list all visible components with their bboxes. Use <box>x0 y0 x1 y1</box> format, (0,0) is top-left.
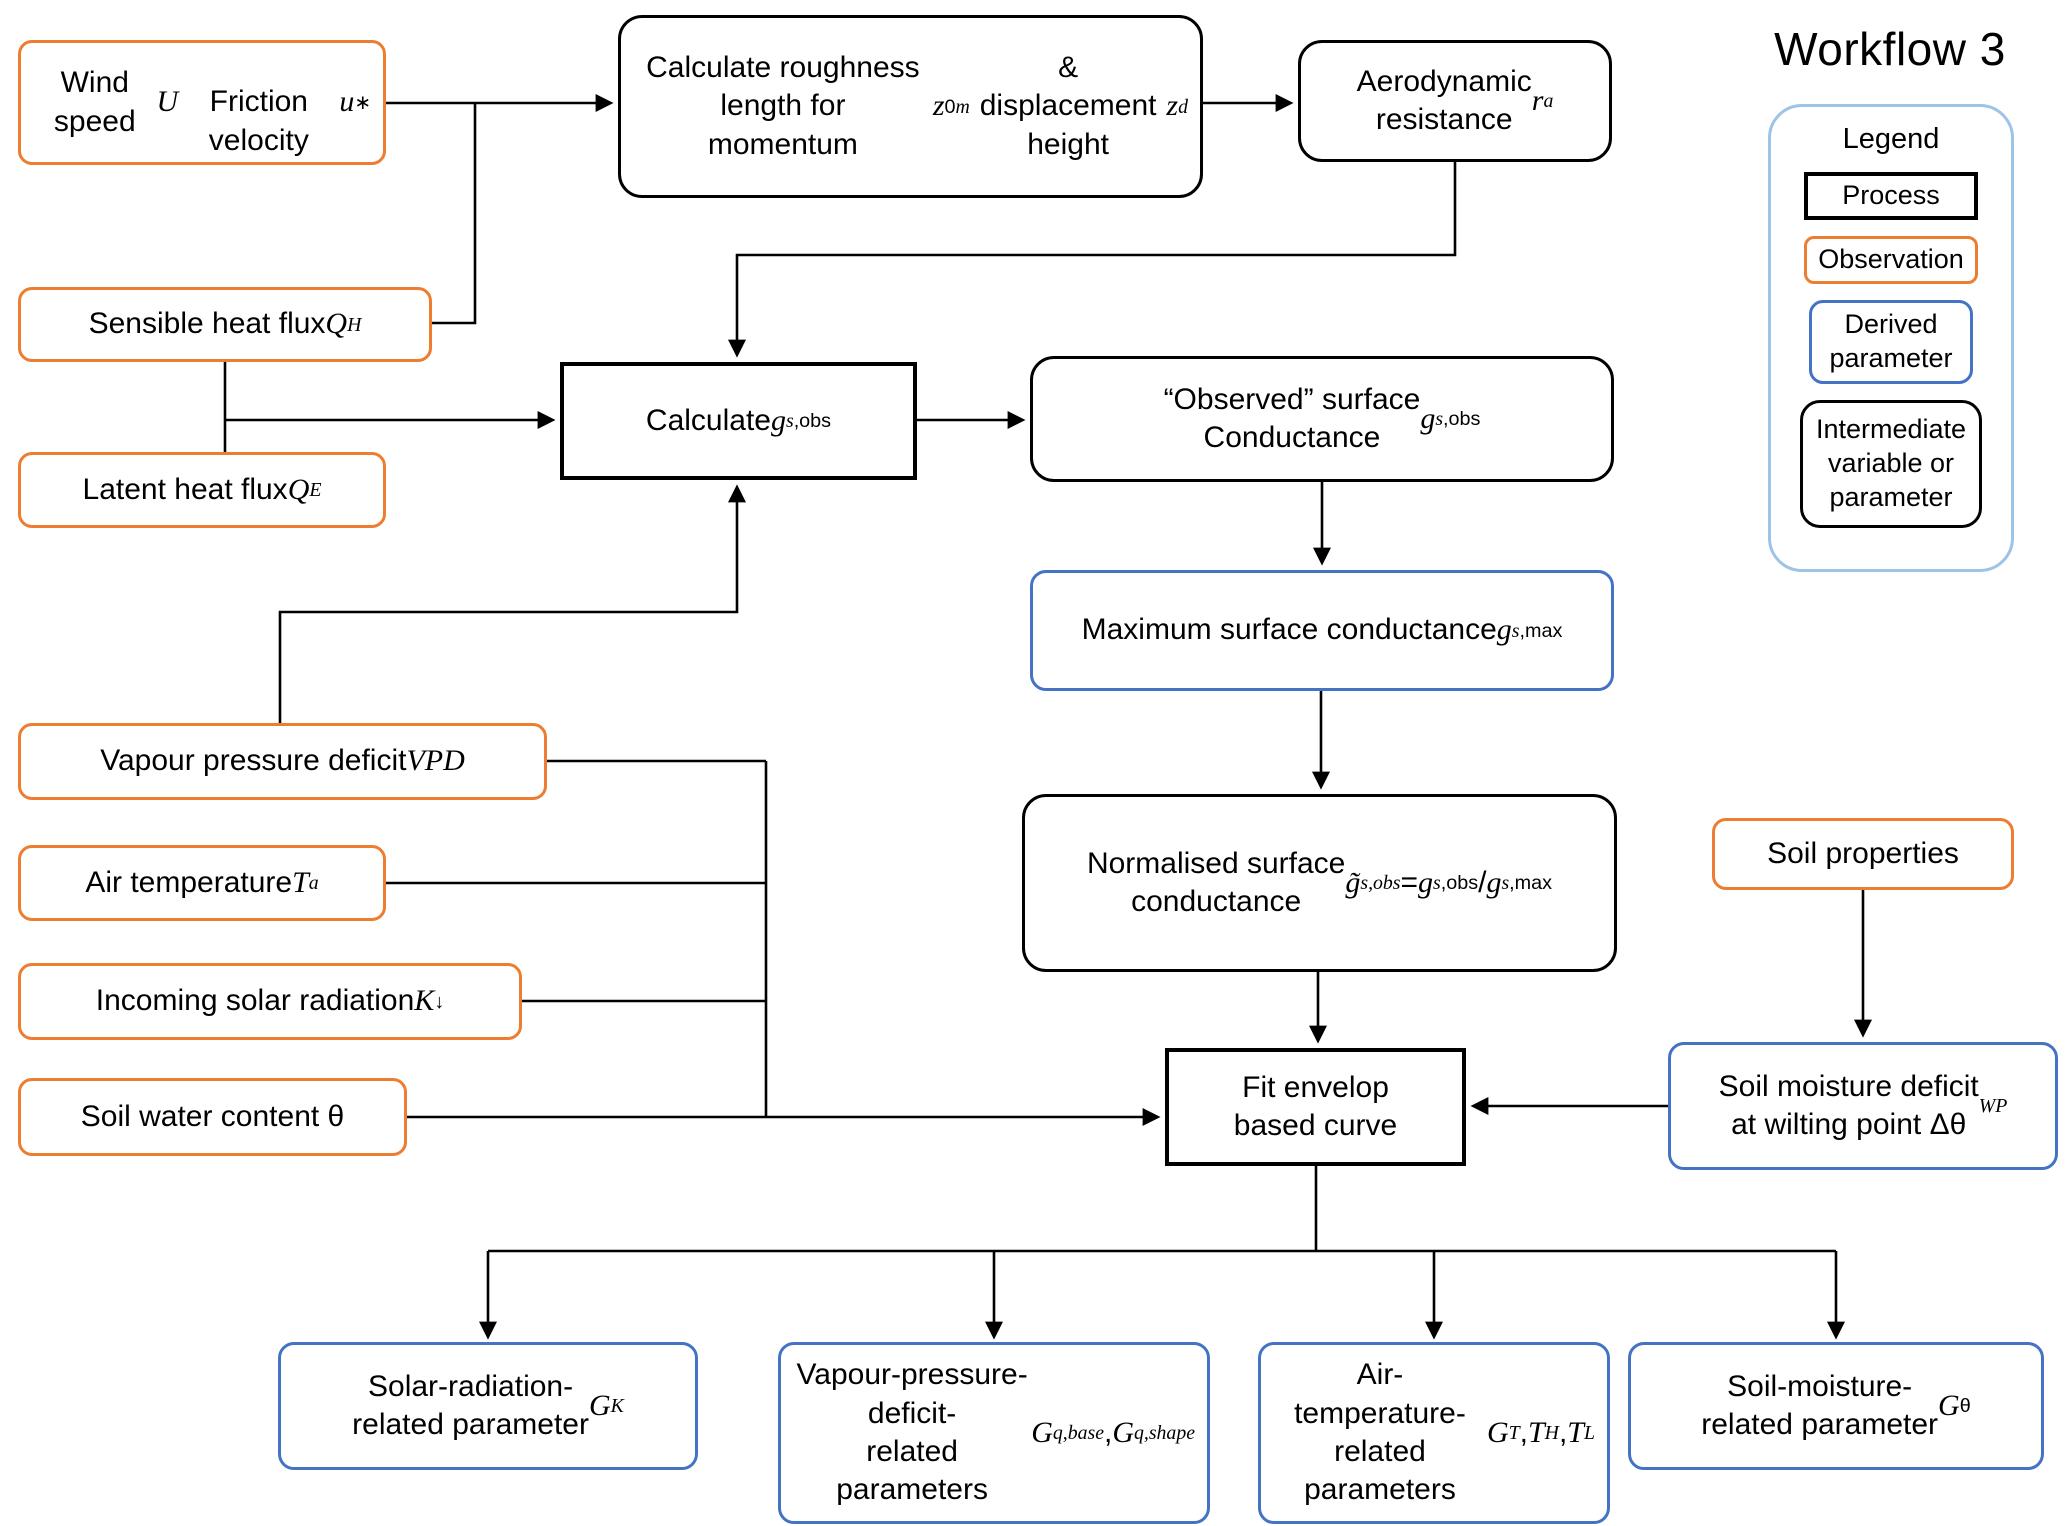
diagram-title: Workflow 3 <box>1774 23 2006 75</box>
connector-vpd-to-calculate-gs <box>278 484 746 723</box>
connector-aerodynamic-to-calculate-gs <box>728 162 1457 358</box>
legend-item-observation: Observation <box>1804 236 1978 284</box>
node-vpd-parameters: Vapour-pressure-deficit-related paramete… <box>778 1342 1210 1524</box>
node-vapour-pressure-deficit: Vapour pressure deficit VPD <box>18 723 547 800</box>
legend-item-derived-parameter: Derived parameter <box>1809 300 1973 384</box>
node-soil-properties: Soil properties <box>1712 818 2014 890</box>
legend-item-intermediate: Intermediate variable or parameter <box>1800 400 1982 528</box>
legend-item-process: Process <box>1804 172 1978 220</box>
node-soil-water-content: Soil water content θ <box>18 1078 407 1156</box>
legend-title: Legend <box>1842 123 1940 155</box>
connector-sensible-to-roughness-line <box>432 104 477 325</box>
node-incoming-solar-radiation: Incoming solar radiation K↓ <box>18 963 522 1040</box>
legend-panel: Legend Process Observation Derived param… <box>1768 104 2014 572</box>
